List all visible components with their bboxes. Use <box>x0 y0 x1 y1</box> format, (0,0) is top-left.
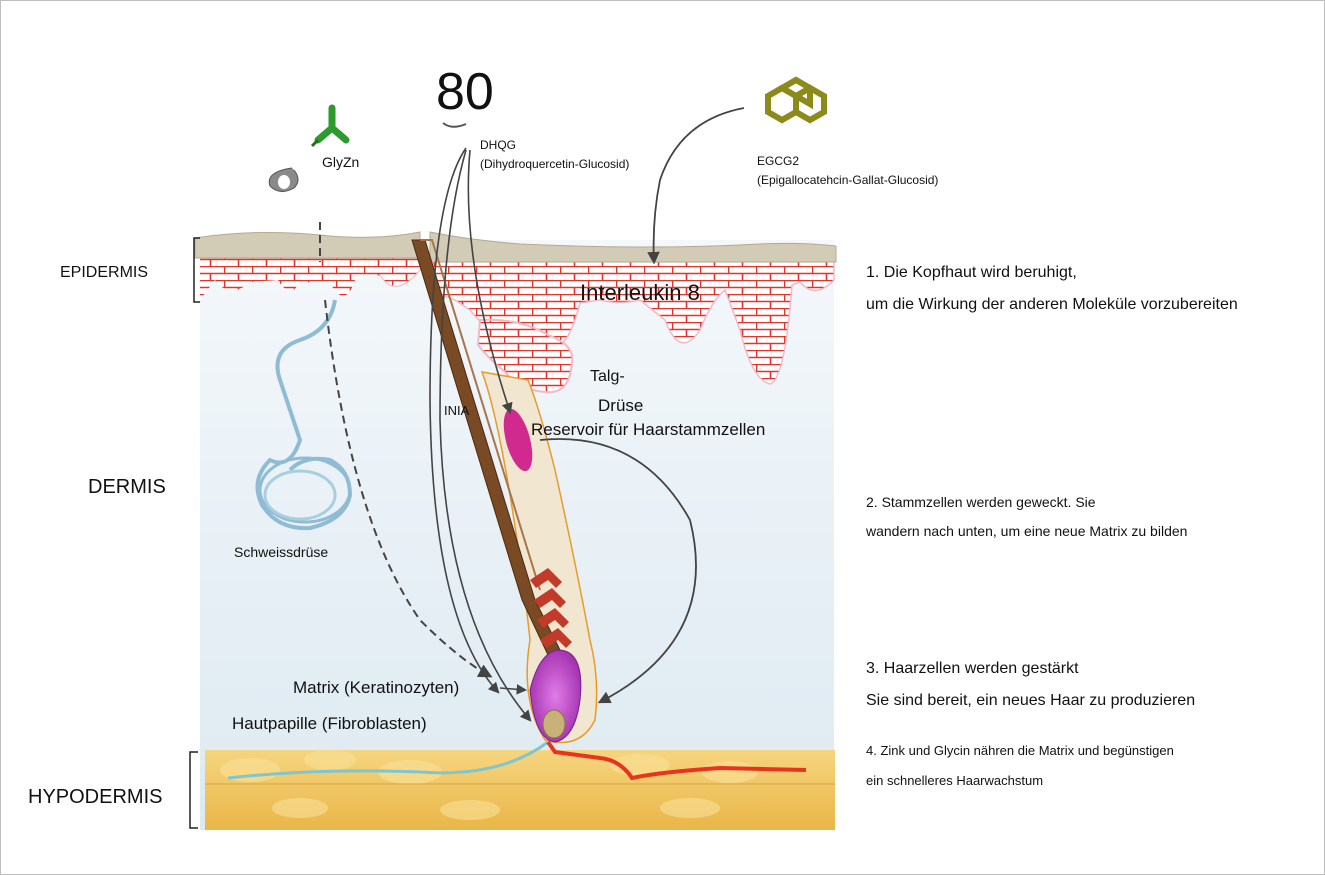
step1-line1: 1. Die Kopfhaut wird beruhigt, <box>866 265 1077 281</box>
talg-label-line1: Talg- <box>590 368 625 386</box>
hypodermis-layer <box>205 750 835 830</box>
skin-surface-left <box>195 232 420 258</box>
interleukin-label: Interleukin 8 <box>580 280 700 306</box>
dermal-papilla <box>543 710 565 738</box>
egcg2-arrow <box>654 108 744 262</box>
matrix-label: Matrix (Keratinozyten) <box>293 678 459 698</box>
number-label: 80 <box>436 66 494 118</box>
dhqg-fullname: (Dihydroquercetin-Glucosid) <box>480 155 629 174</box>
step2-line1: 2. Stammzellen werden geweckt. Sie <box>866 494 1096 510</box>
dermis-label: DERMIS <box>88 476 166 499</box>
hypodermis-bracket <box>190 752 198 828</box>
step4-line2: ein schnelleres Haarwachstum <box>866 773 1043 788</box>
step3-line1: 3. Haarzellen werden gestärkt <box>866 661 1079 677</box>
egcg2-label: EGCG2 (Epigallocatehcin-Gallat-Glucosid) <box>757 152 938 190</box>
step1-line2: um die Wirkung der anderen Moleküle vorz… <box>866 297 1238 313</box>
dhqg-name: DHQG <box>480 136 629 155</box>
inia-label: INIA <box>444 403 469 418</box>
step4-line1: 4. Zink und Glycin nähren die Matrix und… <box>866 743 1174 758</box>
hautpapille-label: Hautpapille (Fibroblasten) <box>232 714 427 734</box>
sweat-gland-label: Schweissdrüse <box>234 544 328 560</box>
talg-label-line2: Drüse <box>598 396 643 416</box>
skin-surface-right <box>430 232 836 262</box>
dhqg-label: DHQG (Dihydroquercetin-Glucosid) <box>480 136 629 174</box>
egcg2-molecule-icon <box>768 80 824 120</box>
reservoir-label: Reservoir für Haarstammzellen <box>531 420 765 440</box>
epidermis-label: EPIDERMIS <box>60 264 148 282</box>
step3-line2: Sie sind bereit, ein neues Haar zu produ… <box>866 693 1195 709</box>
hypodermis-label: HYPODERMIS <box>28 786 162 809</box>
glyzn-icon <box>312 108 346 146</box>
zinc-icon <box>269 168 298 192</box>
step2-line2: wandern nach unten, um eine neue Matrix … <box>866 523 1187 539</box>
dhqg-icon <box>443 123 466 127</box>
egcg2-fullname: (Epigallocatehcin-Gallat-Glucosid) <box>757 171 938 190</box>
egcg2-name: EGCG2 <box>757 152 938 171</box>
glyzn-label: GlyZn <box>322 154 359 170</box>
